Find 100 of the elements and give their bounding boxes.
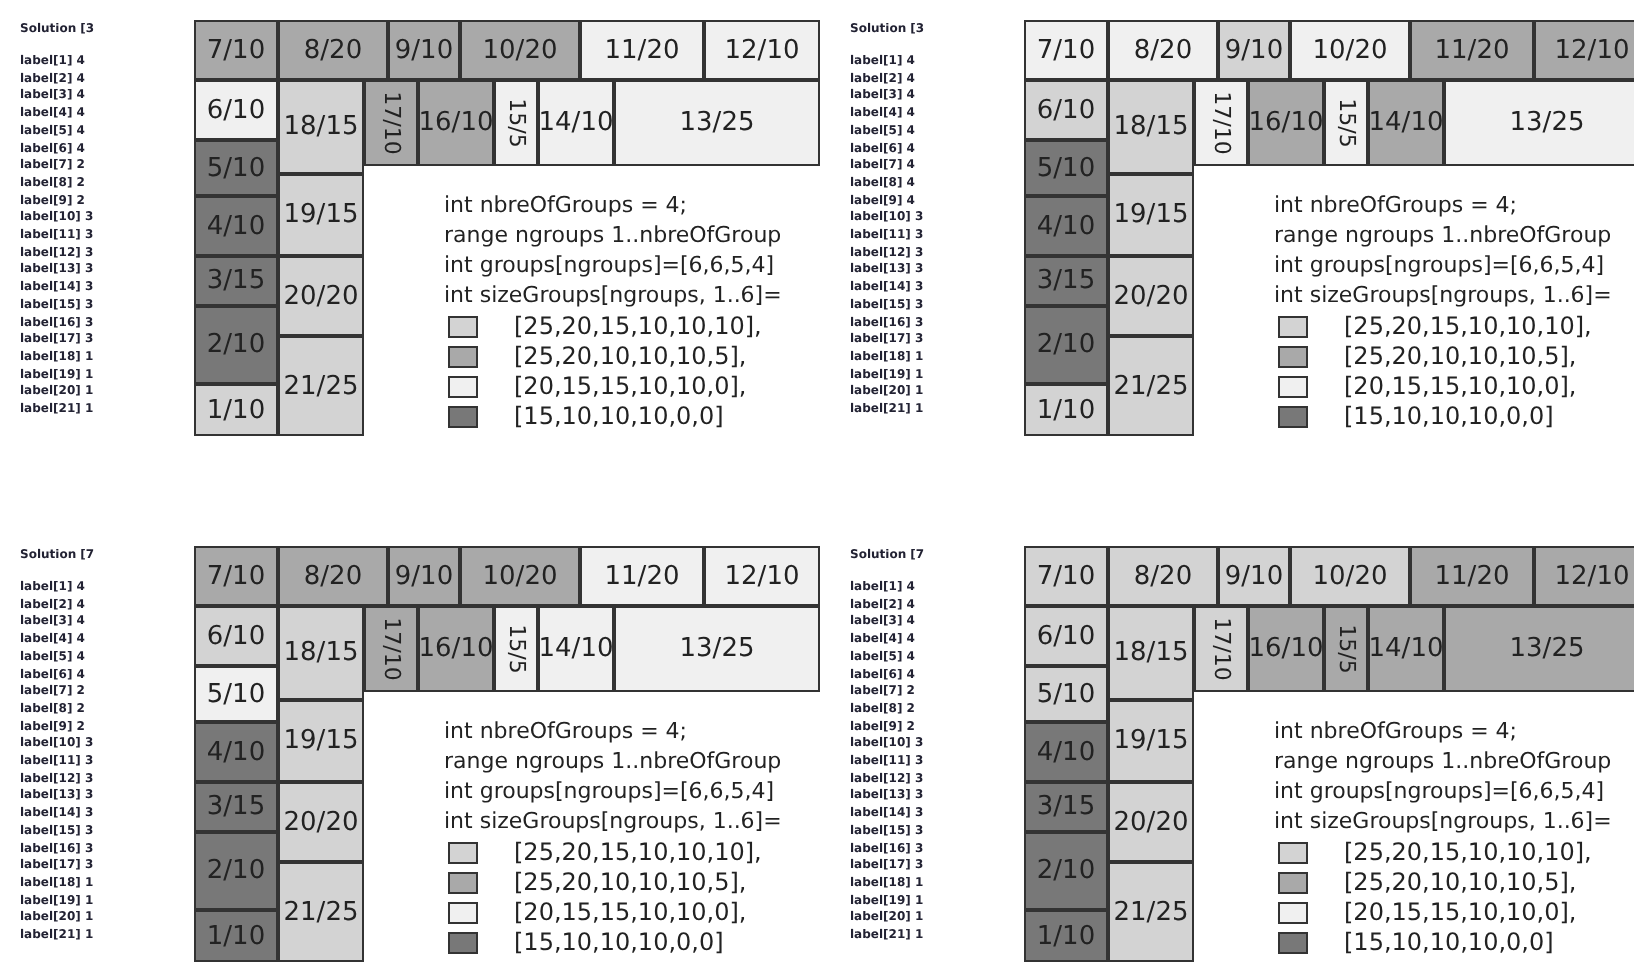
packing-block: 9/10 (388, 20, 460, 80)
packing-block: 21/25 (1108, 336, 1194, 436)
packing-block: 5/10 (1024, 666, 1108, 722)
packing-block: 3/15 (1024, 256, 1108, 306)
packing-block: 15/5 (494, 606, 538, 692)
packing-block: 2/10 (194, 832, 278, 910)
packing-block: 8/20 (278, 546, 388, 606)
packing-block: 11/20 (1410, 546, 1534, 606)
packing-block: 4/10 (1024, 722, 1108, 782)
code-line: int nbreOfGroups = 4; (1274, 718, 1518, 744)
packing-block: 13/25 (614, 80, 820, 166)
packing-block: 9/10 (1218, 546, 1290, 606)
packing-block: 3/15 (194, 782, 278, 832)
packing-block: 17/10 (1194, 606, 1248, 692)
packing-block: 10/20 (460, 20, 580, 80)
code-line: int nbreOfGroups = 4; (444, 718, 688, 744)
packing-block: 14/10 (1368, 606, 1444, 692)
packing-block: 6/10 (1024, 80, 1108, 140)
packing-block: 18/15 (278, 606, 364, 700)
packing-block: 6/10 (1024, 606, 1108, 666)
packing-block: 8/20 (1108, 546, 1218, 606)
code-line: int nbreOfGroups = 4; (1274, 192, 1518, 218)
packing-block: 8/20 (1108, 20, 1218, 80)
packing-block: 6/10 (194, 80, 278, 140)
packing-block: 3/15 (194, 256, 278, 306)
packing-block: 21/25 (278, 862, 364, 962)
legend-text: [25,20,10,10,10,5], (514, 868, 747, 896)
packing-block: 19/15 (278, 174, 364, 256)
packing-block: 10/20 (1290, 546, 1410, 606)
code-line: int nbreOfGroups = 4; (444, 192, 688, 218)
legend-text: [25,20,10,10,10,5], (514, 342, 747, 370)
code-line: int groups[ngroups]=[6,6,5,4] (1274, 778, 1605, 804)
packing-block: 12/10 (704, 546, 820, 606)
code-line: int groups[ngroups]=[6,6,5,4] (444, 252, 775, 278)
packing-block: 7/10 (1024, 20, 1108, 80)
packing-block: 10/20 (460, 546, 580, 606)
packing-block: 17/10 (1194, 80, 1248, 166)
packing-block: 19/15 (1108, 174, 1194, 256)
packing-block: 11/20 (580, 546, 704, 606)
legend-text: [25,20,15,10,10,10], (514, 312, 762, 340)
code-line: int sizeGroups[ngroups, 1..6]= (1274, 282, 1612, 308)
packing-block: 13/25 (614, 606, 820, 692)
packing-block: 6/10 (194, 606, 278, 666)
packing-block: 19/15 (1108, 700, 1194, 782)
packing-block: 7/10 (194, 20, 278, 80)
packing-block: 11/20 (1410, 20, 1534, 80)
packing-block: 16/10 (1248, 606, 1324, 692)
packing-block: 1/10 (1024, 910, 1108, 962)
packing-block: 7/10 (1024, 546, 1108, 606)
code-line: int sizeGroups[ngroups, 1..6]= (444, 808, 782, 834)
packing-block: 18/15 (1108, 606, 1194, 700)
legend-text: [20,15,15,10,10,0], (1344, 898, 1577, 926)
packing-block: 10/20 (1290, 20, 1410, 80)
packing-block: 15/5 (494, 80, 538, 166)
packing-block: 13/25 (1444, 80, 1634, 166)
legend-text: [20,15,15,10,10,0], (1344, 372, 1577, 400)
packing-block: 20/20 (1108, 782, 1194, 862)
packing-block: 11/20 (580, 20, 704, 80)
code-line: int groups[ngroups]=[6,6,5,4] (444, 778, 775, 804)
legend-text: [20,15,15,10,10,0], (514, 898, 747, 926)
packing-block: 1/10 (194, 910, 278, 962)
legend-text: [25,20,15,10,10,10], (514, 838, 762, 866)
packing-block: 9/10 (1218, 20, 1290, 80)
packing-block: 4/10 (194, 196, 278, 256)
packing-block: 20/20 (1108, 256, 1194, 336)
legend-text: [25,20,10,10,10,5], (1344, 342, 1577, 370)
packing-block: 18/15 (1108, 80, 1194, 174)
legend-text: [25,20,15,10,10,10], (1344, 312, 1592, 340)
legend-text: [15,10,10,10,0,0] (514, 402, 724, 430)
packing-block: 12/10 (704, 20, 820, 80)
packing-block: 19/15 (278, 700, 364, 782)
packing-block: 2/10 (1024, 832, 1108, 910)
packing-block: 4/10 (1024, 196, 1108, 256)
packing-block: 3/15 (1024, 782, 1108, 832)
packing-block: 14/10 (538, 606, 614, 692)
packing-block: 17/10 (364, 80, 418, 166)
packing-block: 5/10 (1024, 140, 1108, 196)
packing-block: 2/10 (1024, 306, 1108, 384)
packing-block: 20/20 (278, 256, 364, 336)
code-line: range ngroups 1..nbreOfGroup (1274, 222, 1612, 248)
packing-block: 16/10 (1248, 80, 1324, 166)
packing-block: 13/25 (1444, 606, 1634, 692)
packing-block: 21/25 (1108, 862, 1194, 962)
packing-block: 17/10 (364, 606, 418, 692)
packing-block: 5/10 (194, 666, 278, 722)
packing-block: 20/20 (278, 782, 364, 862)
packing-block: 16/10 (418, 606, 494, 692)
code-line: int groups[ngroups]=[6,6,5,4] (1274, 252, 1605, 278)
code-line: int sizeGroups[ngroups, 1..6]= (1274, 808, 1612, 834)
packing-block: 18/15 (278, 80, 364, 174)
packing-block: 9/10 (388, 546, 460, 606)
legend-text: [25,20,10,10,10,5], (1344, 868, 1577, 896)
packing-block: 14/10 (1368, 80, 1444, 166)
legend-text: [25,20,15,10,10,10], (1344, 838, 1592, 866)
packing-block: 15/5 (1324, 80, 1368, 166)
code-line: range ngroups 1..nbreOfGroup (444, 748, 782, 774)
packing-block: 5/10 (194, 140, 278, 196)
packing-block: 1/10 (1024, 384, 1108, 436)
packing-block: 21/25 (278, 336, 364, 436)
code-line: range ngroups 1..nbreOfGroup (444, 222, 782, 248)
